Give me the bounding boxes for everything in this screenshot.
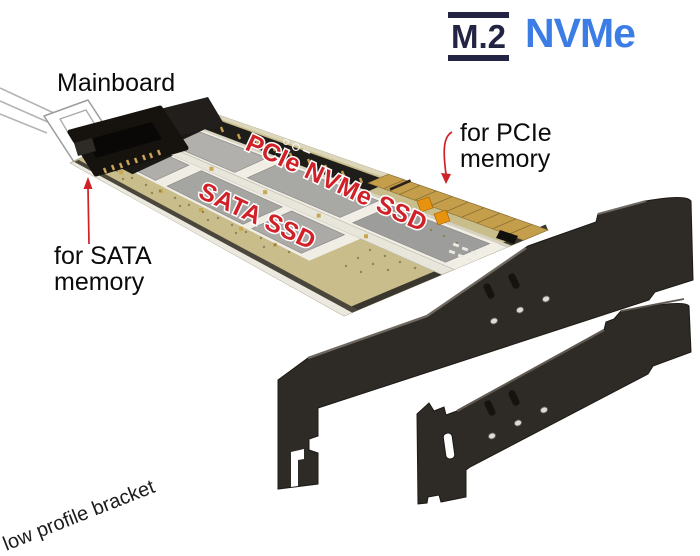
sata-latch [74, 138, 96, 156]
socket-pins [219, 126, 364, 184]
thermal-pad [166, 170, 284, 225]
full-height-bracket [277, 197, 694, 490]
sata-pins [102, 149, 162, 174]
low-profile-bracket [416, 298, 692, 505]
bracket-vent-slots [483, 273, 520, 299]
sata-memory-label: for SATA memory [54, 242, 152, 296]
silkscreen-pads [448, 242, 478, 263]
thermal-pad [246, 162, 380, 218]
hardware-photo-svg: PCIe NVMe SSD SATA SSD [0, 87, 694, 505]
via-dots [101, 163, 459, 274]
pcie-edge-connector [367, 173, 549, 241]
bracket-vent-slots [484, 390, 520, 416]
pcie-memory-label: for PCIe memory [460, 119, 552, 173]
m2-logo: M.2 [448, 12, 510, 61]
silkscreen-marks [283, 139, 311, 154]
brand-header: M.2 NVMe [448, 10, 636, 61]
bracket-screw-holes [490, 295, 550, 325]
controller-chip [496, 230, 518, 244]
nvme-logo: NVMe [525, 10, 636, 56]
pcie-pointer-arrow [441, 131, 453, 184]
thermal-pad [250, 210, 346, 254]
bracket-slot-cutout [442, 432, 456, 460]
pcie-key-notch [389, 179, 412, 191]
bracket-screw-holes [488, 406, 548, 440]
standoff-holes [209, 166, 368, 239]
sata-connector [67, 97, 224, 177]
thermal-pad [351, 205, 491, 263]
mainboard-label: Mainboard [57, 69, 176, 97]
sata-pointer-arrow [83, 177, 93, 245]
m2-socket-strip [170, 108, 391, 192]
product-illustration: PCIe NVMe SSD SATA SSD M.2 NVMe Mainboar… [0, 10, 694, 555]
pcb-card [69, 105, 549, 317]
bracket-fork-notch [291, 449, 304, 487]
